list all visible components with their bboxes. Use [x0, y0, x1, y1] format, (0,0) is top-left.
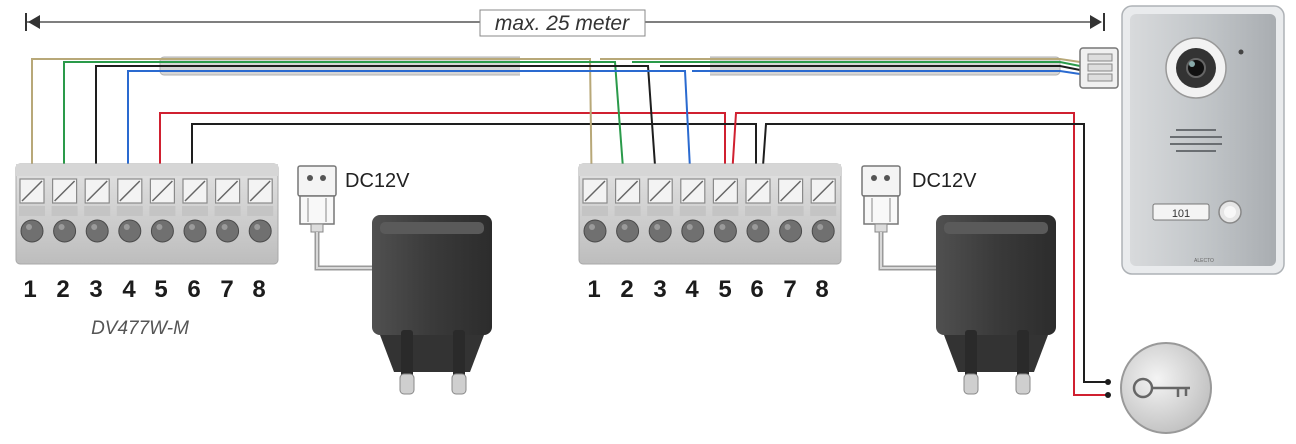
power-label-left: DC12V — [345, 170, 410, 192]
power-adapter-left: DC12V — [297, 165, 492, 395]
power-adapter-right: DC12V — [861, 165, 1056, 395]
terminal-number: 5 — [718, 276, 731, 303]
power-label-right: DC12V — [912, 170, 977, 192]
terminal-slot — [116, 178, 143, 243]
terminal-number: 5 — [154, 276, 167, 303]
terminal-number: 2 — [620, 276, 633, 303]
terminal-numbers-middle: 1 2 3 4 5 6 7 8 — [587, 276, 828, 303]
terminal-slot — [182, 178, 208, 243]
terminal-number: 7 — [220, 276, 233, 303]
terminal-slot — [214, 178, 241, 243]
screw-icon — [53, 219, 77, 243]
screw-icon — [85, 219, 109, 243]
terminal-numbers-left: 1 2 3 4 5 6 7 8 — [23, 276, 265, 303]
screw-icon — [216, 219, 240, 243]
door-station: 101 ALECTO — [1121, 5, 1285, 275]
screw-icon — [20, 219, 44, 243]
terminal-number: 3 — [89, 276, 102, 303]
terminal-slot — [679, 178, 706, 243]
terminal-number: 4 — [685, 276, 699, 303]
terminal-number: 2 — [56, 276, 69, 303]
screw-icon — [746, 219, 770, 243]
brand-logo: ALECTO — [1194, 258, 1214, 264]
door-release-button — [1120, 342, 1212, 434]
screw-icon — [811, 219, 835, 243]
dc-plug-right — [861, 165, 901, 233]
terminal-slot — [810, 178, 837, 243]
terminal-number: 8 — [815, 276, 828, 303]
speaker-grille — [1170, 129, 1222, 152]
terminal-slot — [745, 178, 771, 243]
screw-icon — [118, 219, 142, 243]
terminal-slot — [149, 178, 176, 243]
screw-icon — [150, 219, 174, 243]
terminal-slot — [777, 178, 804, 243]
terminal-slot — [647, 178, 674, 243]
terminal-number: 7 — [783, 276, 796, 303]
wires-door-release — [729, 112, 1111, 398]
terminal-number: 1 — [587, 276, 600, 303]
terminal-number: 6 — [187, 276, 200, 303]
terminal-slot — [614, 178, 641, 243]
wires-left-monitor — [31, 58, 757, 212]
terminal-block-left — [15, 163, 279, 265]
door-station-connector — [1079, 47, 1119, 89]
terminal-number: 1 — [23, 276, 36, 303]
terminal-number: 3 — [653, 276, 666, 303]
terminal-slot — [84, 178, 111, 243]
screw-icon — [616, 219, 640, 243]
screw-icon — [248, 219, 272, 243]
screw-icon — [713, 219, 737, 243]
terminal-slot — [582, 178, 608, 243]
camera-lens-icon — [1165, 37, 1244, 99]
screw-icon — [779, 219, 803, 243]
terminal-slot — [247, 178, 274, 243]
screw-icon — [183, 219, 207, 243]
wires-middle-monitor — [522, 58, 1081, 209]
terminal-number: 6 — [750, 276, 763, 303]
terminal-slot — [712, 178, 739, 243]
screw-icon — [648, 219, 672, 243]
dc-plug-left — [297, 165, 337, 233]
screw-icon — [583, 219, 607, 243]
model-label: DV477W-M — [91, 318, 189, 339]
terminal-number: 4 — [122, 276, 136, 303]
terminal-slot — [19, 178, 45, 243]
distance-dimension: max. 25 meter — [25, 9, 1105, 37]
terminal-slot — [51, 178, 78, 243]
call-button[interactable] — [1218, 200, 1242, 224]
apartment-number: 101 — [1172, 208, 1190, 220]
terminal-block-middle — [578, 163, 842, 265]
terminal-number: 8 — [252, 276, 265, 303]
key-icon — [1132, 377, 1190, 399]
screw-icon — [681, 219, 705, 243]
distance-label: max. 25 meter — [495, 12, 630, 35]
